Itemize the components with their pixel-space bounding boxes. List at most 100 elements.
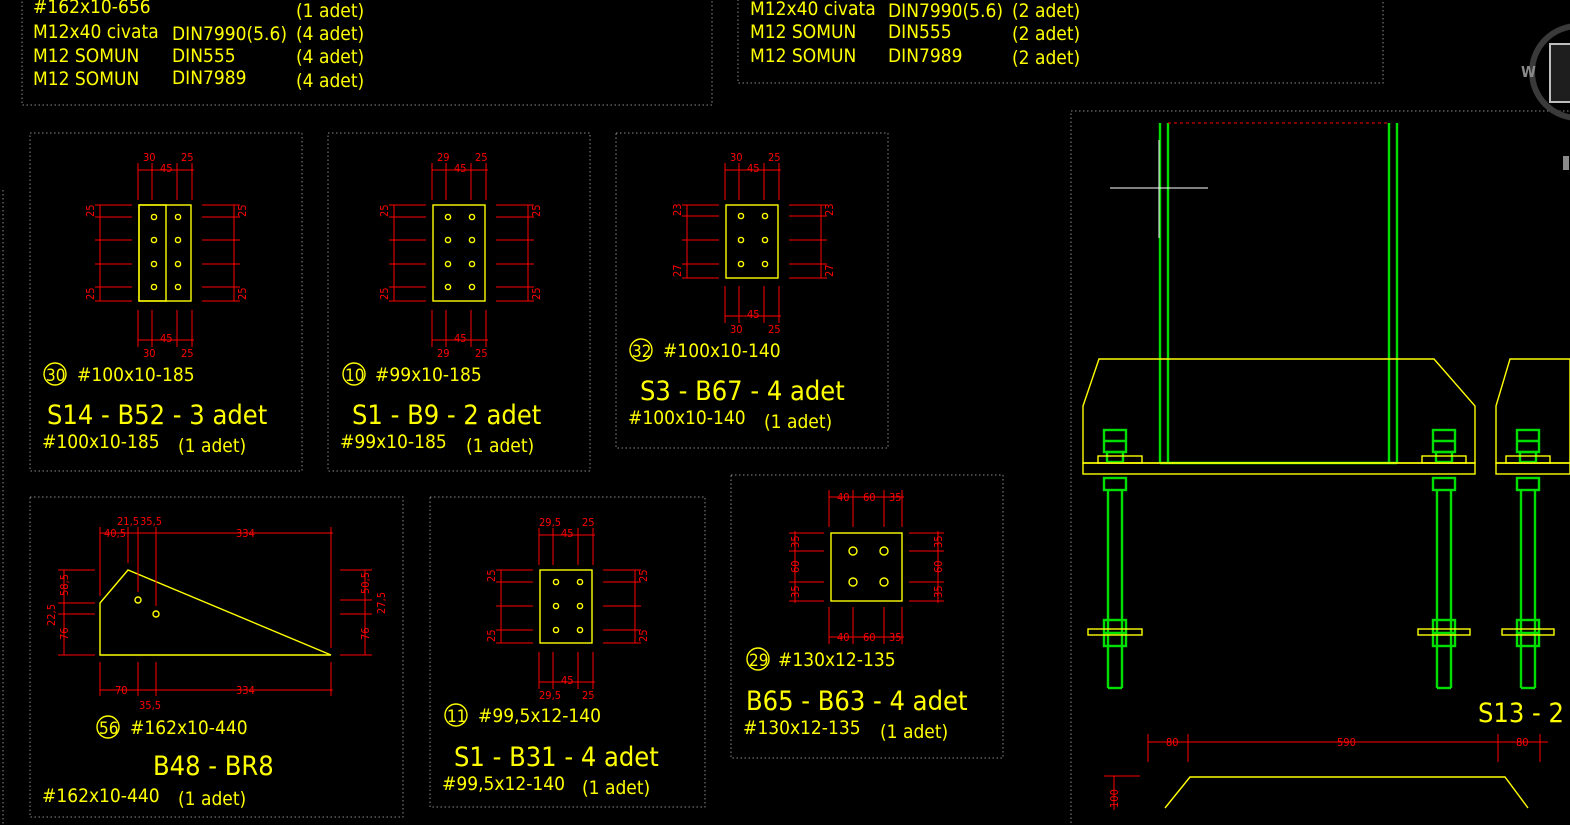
plate-label: #100x10-140	[663, 340, 781, 362]
bom-part: #99x10-185	[340, 431, 447, 453]
dim-right-edge: 25	[236, 204, 249, 217]
dim-left-edge-bot: 27	[671, 264, 684, 277]
dim-r2: 27,5	[375, 592, 388, 614]
dim-right-edge-b: 25	[530, 287, 543, 300]
dim-bottom-a: 30	[143, 347, 156, 360]
bom-qty: (1 adet)	[582, 777, 650, 799]
anchor-bolt-left	[1102, 428, 1128, 690]
mark-circle	[96, 715, 120, 739]
hole	[152, 610, 160, 618]
dim-top-b: 25	[582, 516, 595, 529]
mark-number: 10	[345, 366, 364, 386]
dim-top-b: 25	[181, 151, 194, 164]
dim-pitch-bottom: 45	[747, 308, 760, 321]
ml-right-part-1: M12 SOMUN	[750, 21, 856, 43]
panel-title: B65 - B63 - 4 adet	[746, 686, 967, 717]
plate-label: #99,5x12-140	[478, 705, 601, 727]
bom-qty: (1 adet)	[178, 435, 246, 457]
dim-top-a: 40	[837, 491, 850, 504]
mark-circle	[43, 362, 67, 386]
material-list-left: #162x10-656 (1 adet) M12x40 civata DIN79…	[33, 0, 364, 92]
dim-pitch-bottom: 45	[160, 332, 173, 345]
dim-pitch-top: 45	[160, 162, 173, 175]
dim-t1: 21,5	[117, 515, 139, 528]
dim-bottom-b: 25	[582, 689, 595, 702]
panel-title: B48 - BR8	[153, 751, 274, 782]
anchor-washer-left	[1087, 628, 1143, 636]
dim-b3: 35,5	[139, 699, 161, 712]
crosshair-cursor	[1110, 140, 1208, 238]
navigation-widget[interactable]: W	[1521, 23, 1570, 170]
dim-top-a: 30	[730, 151, 743, 164]
panel-10[interactable]: 29 25 45 45 29 25 25 25 25 25 10 #99x10-…	[327, 132, 591, 472]
dim-bottom-b: 25	[181, 347, 194, 360]
panel-56[interactable]: 21,5 35,5 40,5 334 70 334 35,5 58,5 22,5…	[29, 496, 404, 818]
dim-t2: 35,5	[140, 515, 162, 528]
dim-right-c2: 35	[932, 585, 945, 598]
dim-pitch-bottom: 45	[454, 332, 467, 345]
dim-top-b: 25	[768, 151, 781, 164]
panel-30[interactable]: 30 25 45 45 30 25 25 25 25 25 30 #100x10…	[29, 132, 303, 472]
dim-right-80: 80	[1516, 736, 1529, 749]
panel-11[interactable]: 29,5 25 45 45 29,5 25 25 25 25 25 11 #99…	[429, 496, 706, 808]
ml-left-part-2: M12 SOMUN	[33, 45, 139, 67]
ml-left-qty-3: (4 adet)	[296, 70, 364, 92]
mark-circle	[342, 362, 366, 386]
ml-left-std-2: DIN555	[172, 45, 236, 67]
ml-left-part-3: M12 SOMUN	[33, 68, 139, 90]
mark-number: 29	[749, 651, 768, 671]
dim-r1: 50,5	[359, 572, 372, 594]
dim-left-b: 60	[789, 560, 802, 573]
bom-part: #130x12-135	[743, 717, 861, 739]
panel-30-frame	[29, 132, 303, 472]
ml-right-qty-1: (2 adet)	[1012, 23, 1080, 45]
bom-qty: (1 adet)	[466, 435, 534, 457]
dim-l1: 58,5	[58, 574, 71, 596]
column-profile	[1158, 123, 1399, 465]
viewcube-face[interactable]	[1549, 43, 1570, 103]
plate-label: #162x10-440	[130, 717, 248, 739]
mark-number: 56	[99, 719, 118, 739]
hole	[134, 596, 142, 604]
elevation-title: S13 - 2	[1478, 698, 1564, 729]
dim-top-a: 29	[437, 151, 450, 164]
material-list-right-frame	[737, 0, 1384, 84]
panel-11-frame	[429, 496, 706, 808]
ml-left-std-1: DIN7990(5.6)	[172, 23, 287, 45]
ml-left-part-1: M12x40 civata	[33, 21, 159, 43]
elevation-view[interactable]: S13 - 2 80 590 80 100	[1070, 110, 1570, 825]
dim-right-edge-b: 25	[236, 287, 249, 300]
dim-pitch-top: 45	[454, 162, 467, 175]
dim-left-edge: 25	[378, 204, 391, 217]
plate-washer-right	[1505, 455, 1551, 464]
ml-left-qty-1: (4 adet)	[296, 23, 364, 45]
bom-part: #100x10-140	[628, 407, 746, 429]
dim-height-100: 100	[1108, 789, 1121, 808]
dim-pitch-top: 45	[561, 527, 574, 540]
dim-right-edge-b: 25	[637, 629, 650, 642]
bom-part: #99,5x12-140	[442, 773, 565, 795]
ml-left-std-3: DIN7989	[172, 67, 246, 89]
anchor-bolt-mid	[1431, 428, 1457, 690]
dim-b1: 70	[115, 684, 128, 697]
mark-circle	[746, 647, 770, 671]
dim-left-80: 80	[1166, 736, 1179, 749]
base-plate	[1082, 358, 1570, 475]
gusset-outline	[99, 569, 332, 656]
dim-bottom-a: 40	[837, 631, 850, 644]
ml-left-qty-2: (4 adet)	[296, 46, 364, 68]
plate-washer-mid	[1421, 455, 1467, 464]
panel-32[interactable]: 30 25 45 45 30 25 23 27 23 27 32 #100x10…	[615, 132, 889, 449]
bom-qty: (1 adet)	[764, 411, 832, 433]
panel-29[interactable]: 40 60 35 40 60 35 35 60 35 35 60 35 29 #…	[730, 474, 1004, 759]
dim-top-c: 35	[889, 491, 902, 504]
anchor-washer-right	[1501, 628, 1555, 636]
dim-right-c: 35	[932, 535, 945, 548]
material-list-right: M12x40 civata DIN7990(5.6) (2 adet) M12 …	[750, 0, 1080, 69]
plate-label: #99x10-185	[375, 364, 482, 386]
panel-10-plate-detail: 29 25 45 45 29 25 25 25 25 25	[378, 151, 543, 360]
dim-top-a: 30	[143, 151, 156, 164]
dim-left-edge: 25	[485, 569, 498, 582]
